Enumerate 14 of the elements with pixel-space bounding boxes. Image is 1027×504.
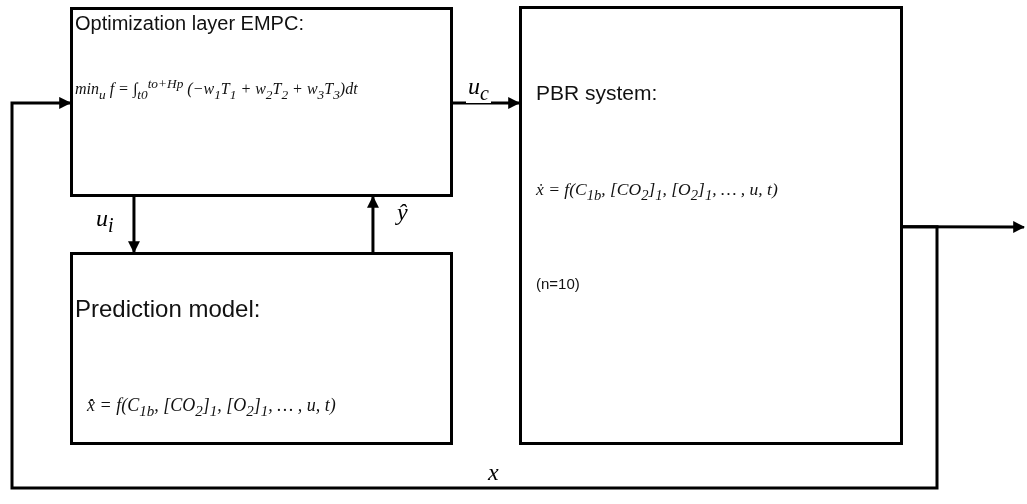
arrow [127, 197, 140, 254]
block-title: Optimization layer EMPC: [75, 12, 304, 35]
process-box [519, 6, 903, 445]
equation: min$_{u}$ f = ∫$_{t0}$$^{to+Hp}$ (−w$_{1}$T$_{1}$ + w$_{2}$T$_{2}$ + w$_{3}$T$_{3}$)dt [75, 76, 358, 103]
arrow [453, 97, 521, 109]
block-title: PBR system: [536, 81, 658, 105]
equation: ẋ = f(C$_{1b}$, [CO$_{2}$]$_{1}$, [O$_{2}$]$_{1}$, … , u, t) [536, 179, 778, 204]
equation: x̂̇ = f(C$_{1b}$, [CO$_{2}$]$_{1}$, [O$_{2}$]$_{1}$, … , u, t) [87, 395, 336, 420]
note-text: (n=10) [536, 275, 580, 292]
block-title: Prediction model: [75, 295, 261, 323]
process-box [70, 7, 453, 197]
arrow [366, 195, 379, 252]
arrow [10, 96, 939, 490]
process-box [70, 252, 453, 445]
